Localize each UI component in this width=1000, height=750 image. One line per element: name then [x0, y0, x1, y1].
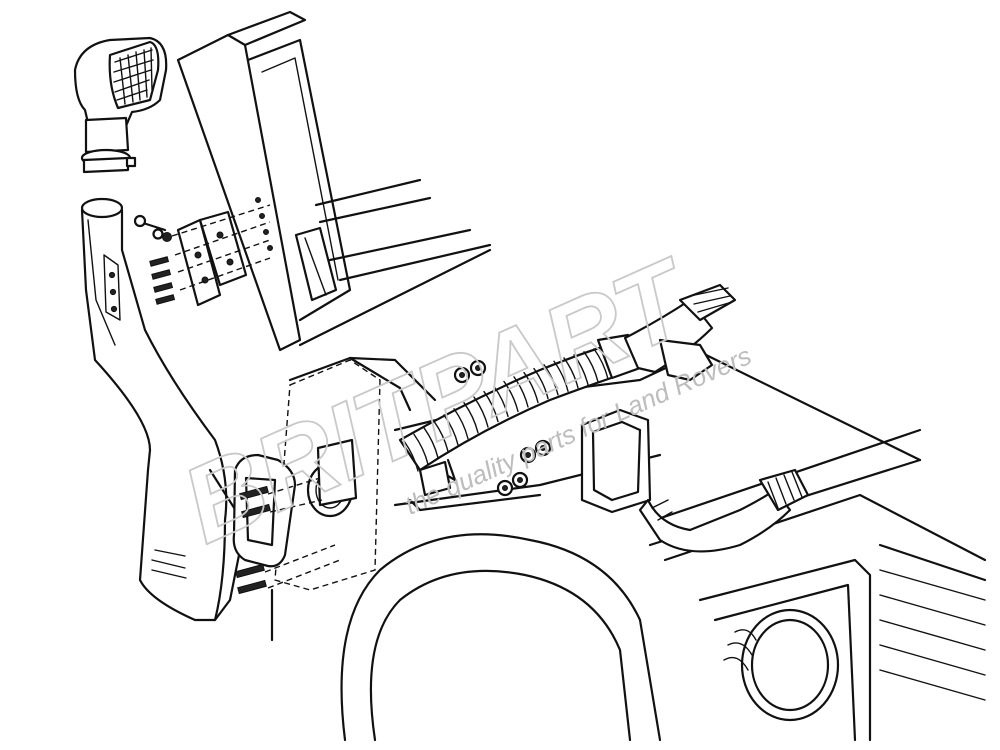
nuts-upper — [453, 359, 487, 384]
air-ram-head-icon — [73, 36, 168, 174]
bracket-hole-4 — [226, 258, 234, 266]
hose-rib — [563, 357, 579, 389]
hose-clip-screw — [125, 156, 137, 168]
wing-cutout-dashed — [274, 359, 381, 591]
snorkel-tube — [80, 208, 228, 622]
hose-rib — [483, 390, 499, 423]
snorkel-top-opening — [80, 197, 124, 219]
hose-support-bracket — [418, 460, 452, 497]
pillar-mount-holes — [255, 197, 273, 251]
wheel-arch-inner — [369, 569, 632, 742]
headlamp-ring — [740, 608, 840, 722]
hose-rib — [433, 420, 449, 453]
hose-rib — [423, 427, 439, 459]
screws — [149, 256, 176, 305]
mounting-bracket-icon — [133, 197, 273, 307]
hose-rib — [573, 354, 589, 386]
hose-tee — [658, 338, 714, 382]
snorkel-decal — [151, 549, 187, 579]
washer-2 — [152, 228, 164, 240]
bracket-hole-1 — [194, 251, 202, 259]
headlamp-surround-outer — [698, 558, 872, 742]
nuts-lower — [496, 439, 552, 497]
hose-rib — [553, 360, 569, 392]
snorkel-mount-plate — [103, 254, 121, 321]
bracket-plate-rear — [176, 218, 222, 307]
hose-corrugations — [403, 345, 619, 472]
wing-lower-lip — [408, 493, 542, 512]
window-line-4 — [338, 243, 492, 282]
hose-rib — [403, 440, 419, 472]
window-line-2 — [318, 196, 432, 224]
scuttle-panel — [348, 356, 437, 402]
hose-rib — [513, 376, 529, 408]
scuttle-edge — [288, 356, 412, 412]
a-pillar-outer — [176, 33, 302, 352]
door-hinge-line — [304, 237, 327, 296]
hose-rib — [473, 396, 489, 428]
hose-rib — [523, 371, 539, 404]
hose-rib — [463, 402, 479, 434]
snorkel-side — [208, 468, 247, 622]
window-line-3 — [328, 228, 472, 262]
bracket-hole-3 — [216, 231, 224, 239]
intake-pipe-clamp — [651, 499, 673, 521]
hose-rib — [543, 364, 559, 396]
ram-head-neck — [84, 116, 130, 154]
hose-rib — [413, 433, 429, 466]
headlamp-surround-inner — [713, 583, 857, 742]
mount-hole-2 — [109, 288, 117, 296]
hose-clip-band — [82, 156, 130, 174]
wheel-arch-outer — [340, 533, 662, 742]
hose-rib — [443, 414, 459, 446]
bracket-arrow — [446, 458, 457, 482]
adapter-plate — [316, 438, 358, 507]
studs — [235, 485, 271, 595]
hose-rib — [533, 367, 549, 400]
ram-head-mesh — [113, 47, 154, 105]
hose-rib — [593, 348, 609, 380]
outlet-ribs — [689, 287, 733, 313]
hose-rib — [583, 351, 599, 383]
hose-outlet — [678, 283, 737, 322]
inner-wing-adapter-icon — [232, 359, 381, 642]
indicator-lamp — [723, 629, 757, 671]
hose-rib — [453, 408, 469, 440]
intake-box-inner — [591, 420, 642, 502]
door-hinge — [294, 226, 338, 302]
intake-pipe-ribs — [767, 471, 803, 509]
hose-rib — [493, 385, 509, 418]
bracket-plate-front — [198, 210, 248, 287]
a-pillar-top — [226, 10, 307, 47]
corrugated-intake-hose-icon — [398, 283, 737, 497]
scuttle-top — [298, 248, 492, 347]
hose-connector — [623, 298, 714, 374]
mount-hole-1 — [108, 271, 116, 279]
air-intake-pipe-icon — [580, 408, 810, 553]
grille-top — [878, 543, 987, 582]
intake-pipe-end — [758, 468, 810, 512]
snorkel-edge-line — [87, 219, 116, 346]
window-line-1 — [314, 178, 422, 207]
door-frame-edge — [246, 38, 352, 322]
grille-bars — [879, 569, 986, 701]
mount-hole-3 — [110, 305, 118, 313]
snorkel-body-icon — [80, 197, 247, 622]
bolt-head — [133, 214, 147, 228]
washer-1 — [162, 232, 172, 242]
headlamp-lens — [750, 618, 830, 712]
hose-rib — [503, 380, 519, 413]
door-frame-inner — [261, 57, 339, 281]
intake-pipe-elbow — [638, 488, 792, 553]
alignment-lines-pillar — [171, 204, 271, 291]
